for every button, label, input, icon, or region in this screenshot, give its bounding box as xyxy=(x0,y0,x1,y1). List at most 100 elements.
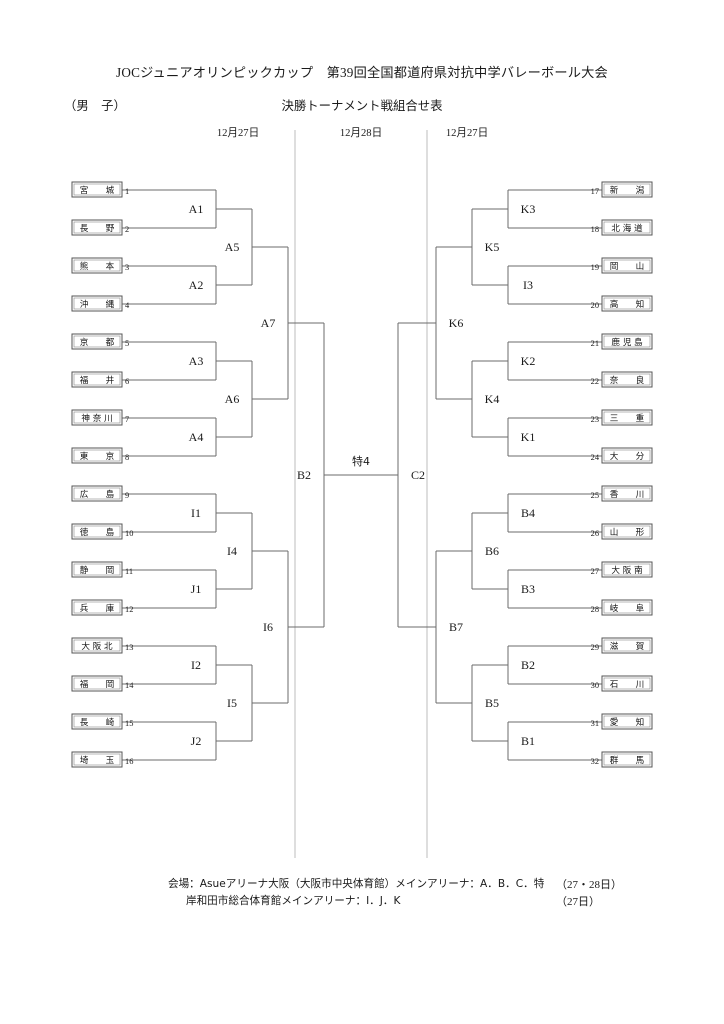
venue-line-2: 岸和田市総合体育館メインアリーナ：I．J．K xyxy=(186,895,401,907)
team-name: 滋 賀 xyxy=(610,640,645,652)
svg-text:J2: J2 xyxy=(191,734,202,748)
team-name: 埼 玉 xyxy=(80,754,115,766)
svg-text:B3: B3 xyxy=(521,582,535,596)
team-name: 大 阪 南 xyxy=(611,564,643,576)
team-box-right-22: 奈 良22 xyxy=(591,371,653,388)
team-seed-number: 3 xyxy=(125,263,129,272)
team-name: 宮 城 xyxy=(80,184,115,196)
team-seed-number: 18 xyxy=(591,225,599,234)
team-seed-number: 11 xyxy=(125,567,133,576)
team-seed-number: 12 xyxy=(125,605,133,614)
team-box-right-25: 香 川25 xyxy=(591,485,653,502)
team-name: 北 海 道 xyxy=(611,222,643,234)
venue-date-2: （27日） xyxy=(556,896,600,908)
team-seed-number: 22 xyxy=(591,377,599,386)
team-name: 静 岡 xyxy=(80,564,114,576)
team-box-right-27: 大 阪 南27 xyxy=(591,561,653,578)
team-seed-number: 15 xyxy=(125,719,133,728)
team-seed-number: 32 xyxy=(591,757,599,766)
team-seed-number: 5 xyxy=(125,339,129,348)
team-name: 神 奈 川 xyxy=(81,412,112,424)
team-name: 長 野 xyxy=(80,223,115,234)
team-name: 岡 山 xyxy=(610,261,644,272)
team-box-left-5: 京 都 5 xyxy=(71,333,129,350)
team-seed-number: 31 xyxy=(591,719,599,728)
team-box-right-30: 石 川 30 xyxy=(591,675,653,692)
team-name: 徳 島 xyxy=(80,526,115,538)
svg-text:K6: K6 xyxy=(449,316,464,330)
team-seed-number: 16 xyxy=(125,757,133,766)
svg-text:I2: I2 xyxy=(191,658,201,672)
footer-row-1: 会場：Asueアリーナ大阪（大阪市中央体育館）メインアリーナ：A．B．C．特 （… xyxy=(0,876,724,893)
team-seed-number: 14 xyxy=(125,681,134,690)
team-seed-number: 21 xyxy=(591,339,599,348)
team-box-left-4: 沖 縄 4 xyxy=(71,295,130,312)
team-name: 兵 庫 xyxy=(80,602,115,614)
svg-text:I5: I5 xyxy=(227,696,237,710)
team-box-right-32: 群 馬 32 xyxy=(591,751,653,768)
team-box-left-3: 熊 本 3 xyxy=(71,257,129,274)
date-header-center: 12月28日 xyxy=(339,128,383,139)
svg-text:K5: K5 xyxy=(485,240,500,254)
svg-text:A7: A7 xyxy=(261,316,276,330)
team-name: 熊 本 xyxy=(80,260,115,272)
team-seed-number: 24 xyxy=(591,453,600,462)
date-header-right: 12月27日 xyxy=(445,128,489,139)
team-box-left-1: 宮 城 1 xyxy=(71,181,129,198)
svg-text:A1: A1 xyxy=(189,202,204,216)
date-header-left: 12月27日 xyxy=(216,128,260,139)
team-seed-number: 6 xyxy=(125,377,129,386)
team-seed-number: 13 xyxy=(125,643,133,652)
team-box-left-16: 埼 玉 16 xyxy=(71,751,133,768)
svg-text:I6: I6 xyxy=(263,620,273,634)
team-name: 群 馬 xyxy=(610,754,644,766)
team-name: 京 都 xyxy=(80,336,115,348)
match-labels: A1A2A3A4I1J1I2J2A5A6I4I5A7I6B2K3I3K2K1B4… xyxy=(189,202,536,748)
team-name: 東 京 xyxy=(80,450,115,462)
team-box-right-21: 鹿 児 島21 xyxy=(591,333,653,350)
footer: 会場：Asueアリーナ大阪（大阪市中央体育館）メインアリーナ：A．B．C．特 （… xyxy=(0,876,724,910)
svg-text:B7: B7 xyxy=(449,620,463,634)
team-name: 石 川 xyxy=(610,680,644,690)
gender-label: （男 子） xyxy=(64,99,126,113)
svg-text:B4: B4 xyxy=(521,506,535,520)
svg-text:B5: B5 xyxy=(485,696,499,710)
team-seed-number: 4 xyxy=(125,301,130,310)
date-divider-lines xyxy=(294,130,428,858)
team-box-left-11: 静 岡 11 xyxy=(71,561,133,578)
svg-text:A5: A5 xyxy=(225,240,240,254)
svg-text:J1: J1 xyxy=(191,582,202,596)
team-box-right-23: 三 重23 xyxy=(591,409,653,426)
team-seed-number: 1 xyxy=(125,187,129,196)
team-box-right-17: 新 潟17 xyxy=(591,181,653,198)
team-box-right-31: 愛 知31 xyxy=(591,713,653,730)
svg-text:I4: I4 xyxy=(227,544,237,558)
team-seed-number: 7 xyxy=(125,415,129,424)
page-title: JOCジュニアオリンピックカップ 第39回全国都道府県対抗中学バレーボール大会 xyxy=(116,65,608,80)
bracket-connector-lines xyxy=(122,189,602,761)
team-name: 香 川 xyxy=(610,489,644,500)
team-name: 広 島 xyxy=(80,488,115,500)
team-seed-number: 30 xyxy=(591,681,599,690)
team-box-right-18: 北 海 道 18 xyxy=(591,219,653,236)
svg-text:I3: I3 xyxy=(523,278,533,292)
team-box-right-28: 岐 阜28 xyxy=(591,599,653,616)
svg-text:A3: A3 xyxy=(189,354,204,368)
team-box-left-7: 神 奈 川 7 xyxy=(71,409,129,426)
team-name: 沖 縄 xyxy=(80,298,115,310)
svg-text:I1: I1 xyxy=(191,506,201,520)
page-subtitle: 決勝トーナメント戦組合せ表 xyxy=(281,99,443,113)
team-name: 岐 阜 xyxy=(610,602,645,614)
team-name: 高 知 xyxy=(610,298,644,310)
svg-text:K1: K1 xyxy=(521,430,536,444)
team-name: 新 潟 xyxy=(610,184,645,196)
svg-text:K2: K2 xyxy=(521,354,536,368)
team-box-right-19: 岡 山19 xyxy=(591,257,653,274)
